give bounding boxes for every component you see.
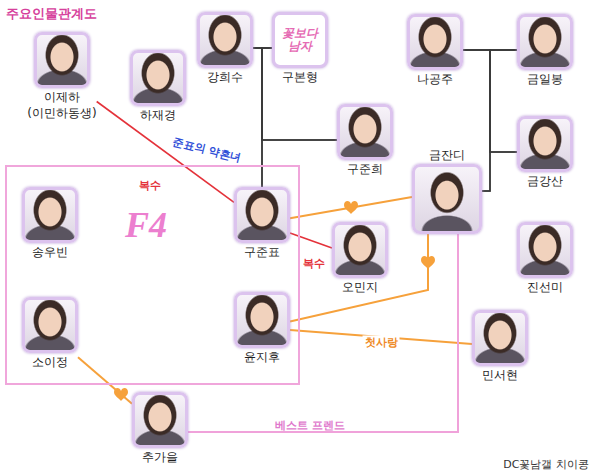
relation-label: 베스트 프렌드	[275, 419, 345, 432]
person-name: 윤지후	[244, 350, 280, 364]
person-name: 금강산	[527, 174, 563, 188]
relation-line	[290, 233, 332, 248]
person-name: 나공주	[417, 72, 453, 86]
heart-symbol	[344, 201, 358, 214]
logo-text: 꽃보다 남자	[277, 27, 323, 53]
photo-frame	[34, 32, 90, 88]
person-card: 강희수	[197, 12, 253, 84]
photo-frame	[332, 222, 388, 278]
person-name: 구준희	[347, 162, 383, 176]
person-card: 진선미	[517, 222, 573, 294]
heart-symbol	[114, 388, 128, 401]
photo-frame	[234, 187, 290, 243]
person-name: 추가을	[142, 450, 178, 464]
relation-line	[290, 197, 412, 218]
group-box: F4 송우빈 구준표소이정 윤지후	[5, 165, 300, 385]
photo-frame: 꽃보다 남자	[272, 12, 328, 68]
photo-frame	[412, 164, 482, 234]
person-name: 금잔디	[429, 148, 465, 162]
person-card: 금잔디	[412, 148, 482, 234]
person-card: 하재경	[130, 50, 186, 122]
person-name: (이민하동생)	[27, 106, 96, 120]
person-card: 송우빈	[22, 187, 78, 259]
person-card: 윤지후	[234, 292, 290, 364]
person-name: 송우빈	[32, 245, 68, 259]
person-card: 금일봉	[517, 14, 573, 86]
person-card: 구준희	[337, 104, 393, 176]
photo-frame	[517, 116, 573, 172]
person-card: 민서현	[472, 310, 528, 382]
person-card: 나공주	[407, 14, 463, 86]
relation-label: 첫사랑	[363, 336, 400, 349]
diagram-title: 주요인물관계도	[6, 6, 97, 22]
photo-frame	[130, 50, 186, 106]
relation-line	[490, 50, 517, 152]
photo-frame	[472, 310, 528, 366]
person-name: 민서현	[482, 368, 518, 382]
edge-layer	[78, 48, 517, 432]
relation-line	[482, 50, 517, 191]
person-name: 강희수	[207, 70, 243, 84]
relation-note: 준표의 약혼녀	[172, 135, 243, 165]
person-name: 구본형	[282, 70, 318, 84]
person-name: 소이정	[32, 355, 68, 369]
photo-frame	[337, 104, 393, 160]
relation-label: 복수	[139, 179, 161, 192]
photo-frame	[517, 14, 573, 70]
person-card: 오민지	[332, 222, 388, 294]
person-name: 이제하	[44, 90, 80, 104]
photo-frame	[234, 292, 290, 348]
photo-frame	[132, 392, 188, 448]
person-card: 추가을	[132, 392, 188, 464]
person-card: 구준표	[234, 187, 290, 259]
person-name: 오민지	[342, 280, 378, 294]
person-name: 금일봉	[527, 72, 563, 86]
person-name: 진선미	[527, 280, 563, 294]
photo-frame	[517, 222, 573, 278]
group-title: F4	[125, 205, 167, 245]
person-card: 꽃보다 남자구본형	[272, 12, 328, 84]
person-name: 구준표	[244, 245, 280, 259]
relation-line	[188, 234, 458, 432]
photo-frame	[407, 14, 463, 70]
relation-line	[78, 357, 132, 404]
photo-frame	[197, 12, 253, 68]
relation-label: 복수	[303, 257, 325, 270]
photo-frame	[22, 297, 78, 353]
person-card: 금강산	[517, 116, 573, 188]
photo-frame	[22, 187, 78, 243]
person-card: 소이정	[22, 297, 78, 369]
person-card: 이제하 (이민하동생)	[27, 32, 96, 120]
heart-symbol	[421, 256, 435, 269]
person-name: 하재경	[140, 108, 176, 122]
credit-text: DC꽃남갤 치이콩	[503, 458, 589, 471]
